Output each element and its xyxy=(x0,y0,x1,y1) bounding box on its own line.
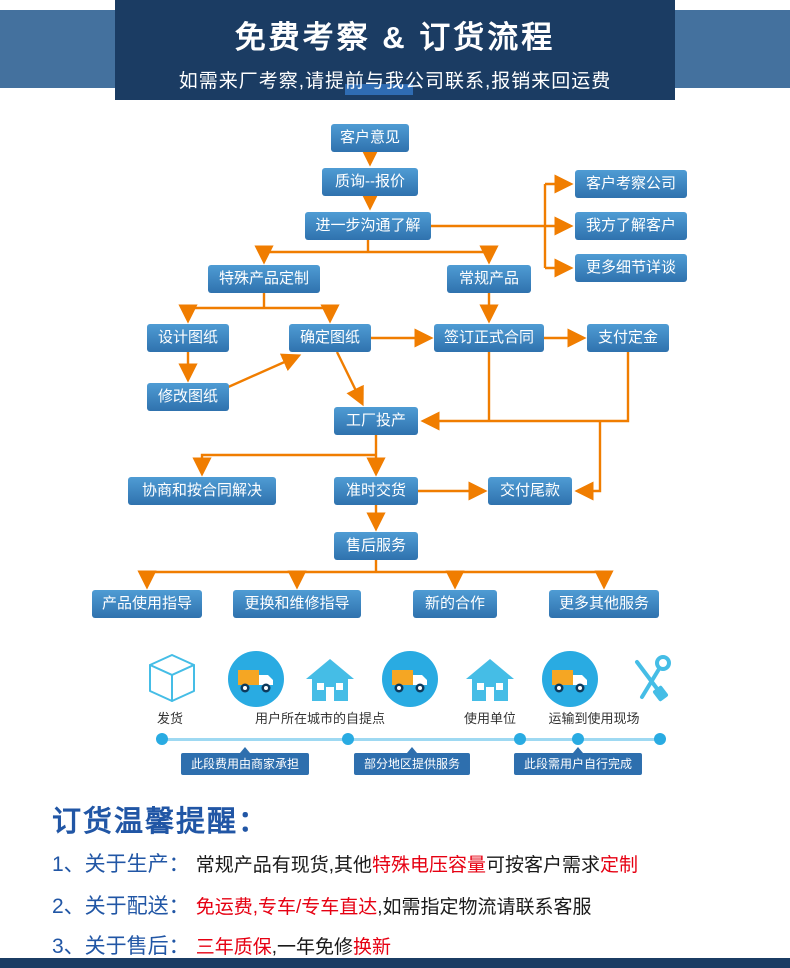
flow-node-factory-production: 工厂投产 xyxy=(334,407,418,435)
reminder-item-label: 3、关于售后： xyxy=(52,935,190,958)
flow-node-know-customer: 我方了解客户 xyxy=(575,212,687,240)
flow-node-more-details: 更多细节详谈 xyxy=(575,254,687,282)
flow-node-sign-contract: 签订正式合同 xyxy=(434,324,544,352)
package-icon-svg xyxy=(149,654,195,702)
timeline-tag-merchant-cost: 此段费用由商家承担 xyxy=(180,747,310,775)
flow-node-design-drawing: 设计图纸 xyxy=(147,324,229,352)
logistics-label-transport: 运输到使用现场 xyxy=(548,711,640,726)
flow-node-after-sales: 售后服务 xyxy=(334,532,418,560)
reminder-title: 订货温馨提醒： xyxy=(52,806,270,838)
delivery-truck-icon xyxy=(227,650,285,713)
reminder-text: ,如需指定物流请联系客服 xyxy=(377,897,592,918)
delivery-truck-icon-svg xyxy=(542,651,598,707)
flow-node-new-cooperation: 新的合作 xyxy=(413,590,497,618)
timeline-dot xyxy=(514,733,526,745)
reminder-text: ,一年免修 xyxy=(271,937,353,958)
flow-node-pay-deposit: 支付定金 xyxy=(587,324,669,352)
reminder-item-aftersales: 3、关于售后：三年质保,一年免修换新 xyxy=(52,930,391,960)
flow-node-repair-guidance: 更换和维修指导 xyxy=(233,590,361,618)
timeline-dot xyxy=(342,733,354,745)
timeline-tag-user-complete: 此段需用户自行完成 xyxy=(513,747,643,775)
flow-node-usage-guidance: 产品使用指导 xyxy=(92,590,202,618)
reminder-text: 常规产品有现货,其他 xyxy=(195,855,372,876)
flow-node-customer-visit: 客户考察公司 xyxy=(575,170,687,198)
flow-node-confirm-drawing: 确定图纸 xyxy=(289,324,371,352)
flow-node-more-services: 更多其他服务 xyxy=(549,590,659,618)
timeline-tag-partial-service: 部分地区提供服务 xyxy=(353,747,471,775)
flow-node-negotiate-contract: 协商和按合同解决 xyxy=(128,477,276,505)
flow-node-custom-product: 特殊产品定制 xyxy=(208,265,320,293)
header-wing-left xyxy=(0,10,118,88)
logistics-label-pickup: 用户所在城市的自提点 xyxy=(254,711,386,726)
reminder-text-highlight: 免运费,专车/专车直达 xyxy=(195,897,378,918)
house-icon-svg xyxy=(306,659,354,701)
flow-node-inquiry-quote: 质询--报价 xyxy=(322,168,418,196)
flow-node-modify-drawing: 修改图纸 xyxy=(147,383,229,411)
logistics-label-user-unit: 使用单位 xyxy=(463,711,517,726)
reminder-item-label: 1、关于生产： xyxy=(52,853,190,876)
reminder-text-highlight: 特殊电压容量 xyxy=(371,855,486,876)
delivery-truck-icon-svg xyxy=(382,651,438,707)
house-icon-svg xyxy=(466,659,514,701)
page-subtitle: 如需来厂考察,请提前与我公司联系,报销来回运费 xyxy=(178,71,612,92)
reminder-item-production: 1、关于生产：常规产品有现货,其他特殊电压容量可按客户需求定制 xyxy=(52,848,638,878)
house-icon xyxy=(463,653,517,712)
footer-bar xyxy=(0,958,790,968)
reminder-text: 可按客户需求 xyxy=(485,855,600,876)
reminder-text-highlight: 换新 xyxy=(352,937,391,958)
tools-icon xyxy=(622,650,678,711)
delivery-truck-icon-svg xyxy=(228,651,284,707)
logistics-label-ship: 发货 xyxy=(156,711,184,726)
flow-node-on-time-delivery: 准时交货 xyxy=(334,477,418,505)
tools-icon-svg xyxy=(635,655,671,702)
reminder-text-highlight: 三年质保 xyxy=(195,937,272,958)
header-banner: 免费考察 & 订货流程 如需来厂考察,请提前与我公司联系,报销来回运费 xyxy=(0,0,790,100)
flow-node-regular-product: 常规产品 xyxy=(447,265,531,293)
delivery-truck-icon xyxy=(541,650,599,713)
flow-node-pay-balance: 交付尾款 xyxy=(488,477,572,505)
reminder-item-delivery: 2、关于配送：免运费,专车/专车直达,如需指定物流请联系客服 xyxy=(52,890,592,920)
header-accent-bar xyxy=(345,84,413,95)
logistics-timeline xyxy=(160,738,660,741)
house-icon xyxy=(303,653,357,712)
flow-node-further-communication: 进一步沟通了解 xyxy=(305,212,431,240)
package-icon xyxy=(144,650,200,711)
header-center: 免费考察 & 订货流程 如需来厂考察,请提前与我公司联系,报销来回运费 xyxy=(115,0,675,100)
header-wing-right xyxy=(672,10,790,88)
reminder-text-highlight: 定制 xyxy=(600,855,639,876)
delivery-truck-icon xyxy=(381,650,439,713)
page-title: 免费考察 & 订货流程 xyxy=(234,20,556,55)
timeline-dot xyxy=(654,733,666,745)
timeline-dot xyxy=(156,733,168,745)
flow-node-customer-feedback: 客户意见 xyxy=(331,124,409,152)
reminder-item-label: 2、关于配送： xyxy=(52,895,190,918)
timeline-dot xyxy=(572,733,584,745)
